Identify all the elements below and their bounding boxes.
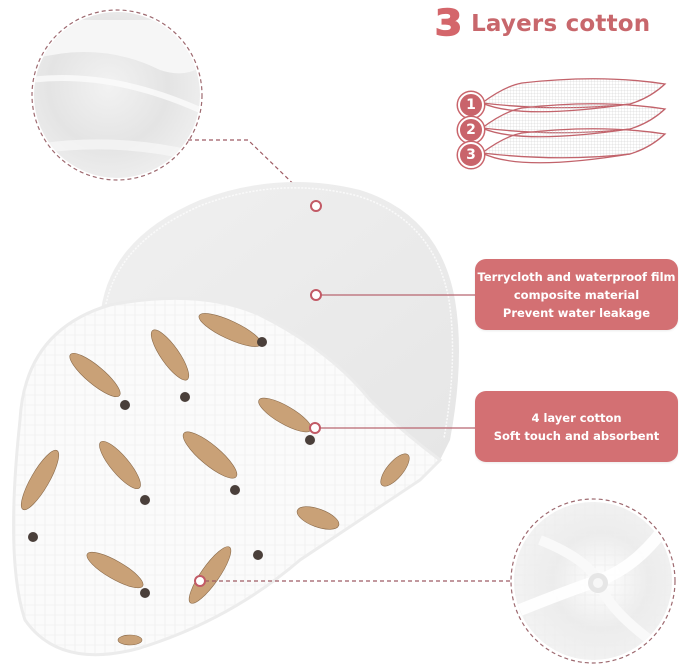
header-title: 3 Layers cotton — [434, 3, 651, 44]
callout-line: Prevent water leakage — [502, 305, 651, 320]
layer-count: 3 — [434, 3, 463, 44]
title-text: Layers cotton — [471, 11, 651, 37]
layer-diagram — [480, 78, 667, 164]
callout-line: 4 layer cotton — [531, 410, 622, 425]
layer-badge-1: 1 — [458, 92, 484, 118]
marker-muslin — [194, 575, 206, 587]
back-burp-cloth — [100, 182, 459, 460]
layer-badge-2: 2 — [458, 117, 484, 143]
front-burp-cloth — [12, 296, 443, 657]
muslin-closeup-circle — [510, 498, 676, 664]
callout-line: Soft touch and absorbent — [493, 428, 660, 443]
callout-waterproof: Terrycloth and waterproof film composite… — [475, 259, 678, 330]
callout-cotton: 4 layer cotton Soft touch and absorbent — [475, 391, 678, 462]
layer-badge-3: 3 — [458, 142, 484, 168]
marker-terrycloth — [310, 200, 322, 212]
callout-line: composite material — [513, 287, 640, 302]
callout-line: Terrycloth and waterproof film — [477, 269, 676, 284]
marker-waterproof — [310, 289, 322, 301]
terrycloth-closeup-circle — [31, 9, 203, 181]
marker-cotton — [309, 422, 321, 434]
